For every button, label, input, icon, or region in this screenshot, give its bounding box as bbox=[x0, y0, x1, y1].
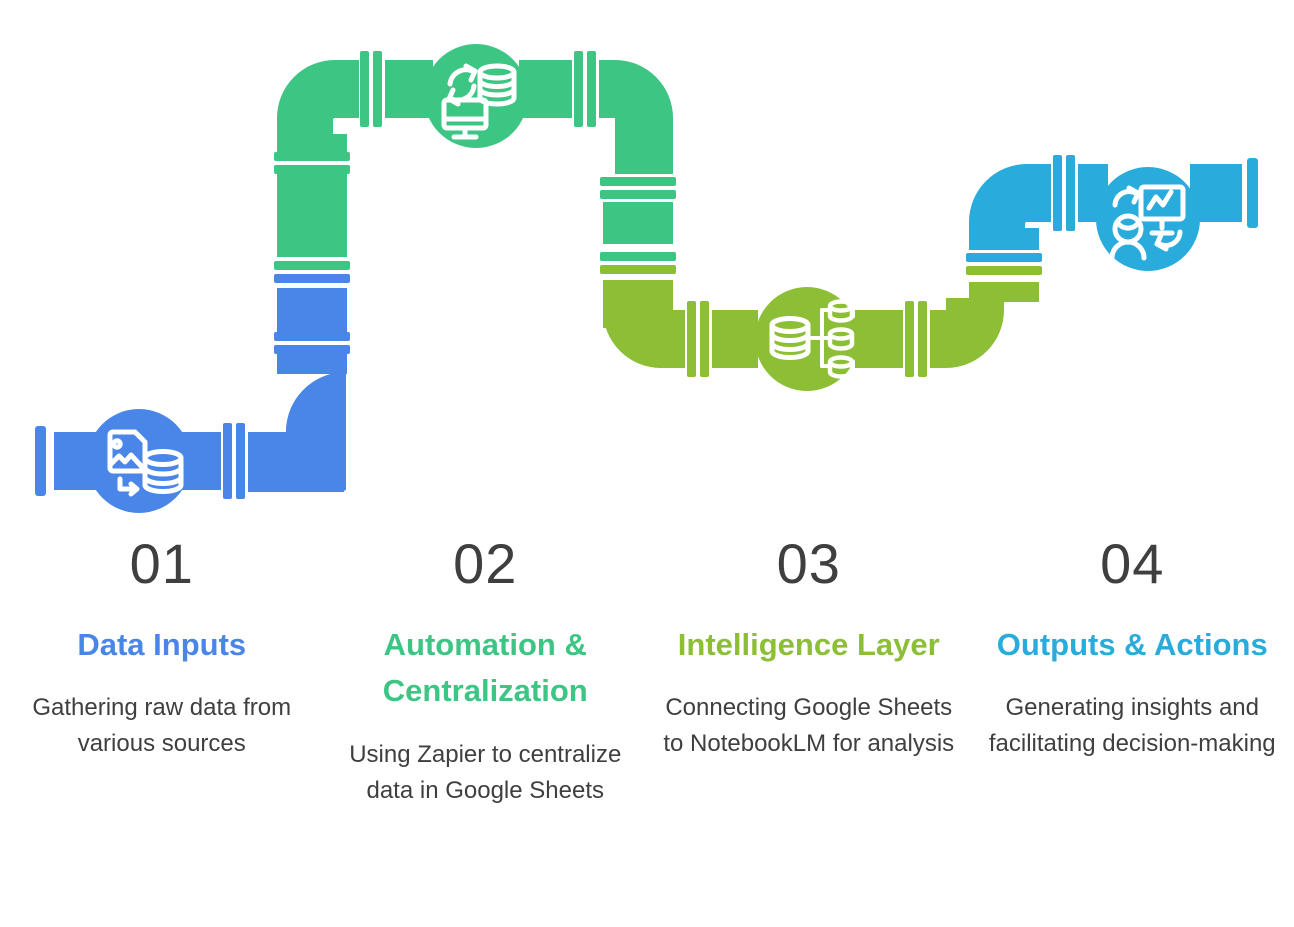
step-column-2: 02 Automation & Centralization Using Zap… bbox=[324, 532, 648, 809]
user-person-icon bbox=[1109, 213, 1147, 261]
coupling-stage1 bbox=[223, 423, 245, 499]
horizontal-run-stage3-a bbox=[659, 310, 685, 368]
step-title-1: Data Inputs bbox=[77, 626, 247, 662]
step-number-4: 04 bbox=[1100, 532, 1165, 595]
coupling-stage1-riser bbox=[274, 332, 350, 354]
vertical-riser-stage1-b bbox=[277, 288, 347, 332]
icon-node-4 bbox=[1096, 167, 1200, 271]
distribution-branch-lines bbox=[810, 308, 832, 368]
icon-circle-2 bbox=[424, 44, 528, 148]
arrow-return-left-icon bbox=[1154, 229, 1183, 252]
elbow-right-stage3 bbox=[603, 300, 673, 368]
coupling-stage4-bottom bbox=[966, 253, 1042, 262]
database-stack-icon-2 bbox=[477, 63, 517, 107]
inlet-cap-left bbox=[35, 426, 46, 496]
coupling-stage2-descent bbox=[600, 177, 676, 199]
icon-node-3 bbox=[755, 287, 859, 391]
captions-row: 01 Data Inputs Gathering raw data from v… bbox=[0, 532, 1294, 809]
coupling-stage2-end bbox=[600, 252, 676, 261]
vertical-riser-stage3 bbox=[969, 282, 1039, 302]
step-description-1: Gathering raw data from various sources bbox=[32, 694, 292, 758]
step-description-2: Using Zapier to centralize data in Googl… bbox=[349, 740, 622, 804]
step-column-1: 01 Data Inputs Gathering raw data from v… bbox=[0, 532, 324, 762]
coupling-stage3-top bbox=[600, 265, 676, 274]
pipe-stage-3-olive bbox=[600, 265, 1042, 377]
horizontal-run-stage3-c bbox=[855, 310, 903, 368]
step-title-2: Automation & Centralization bbox=[382, 626, 588, 709]
vertical-riser-stage1-a bbox=[277, 352, 347, 374]
pipe-stage-2-green bbox=[274, 51, 676, 270]
horizontal-run-stage4-a bbox=[1025, 164, 1051, 222]
coupling-stage2-riser bbox=[274, 152, 350, 174]
arrow-up-right-icon bbox=[1112, 185, 1141, 208]
step-description-3: Connecting Google Sheets to NotebookLM f… bbox=[663, 694, 955, 758]
pipe-stage-1-blue bbox=[35, 274, 350, 499]
database-stack-icon-1 bbox=[142, 449, 184, 494]
icon-node-1 bbox=[87, 409, 191, 513]
coupling-stage3-end bbox=[966, 266, 1042, 275]
coupling-stage4-left bbox=[1053, 155, 1075, 231]
elbow-down-stage2 bbox=[599, 60, 673, 174]
database-small-stack-top bbox=[827, 299, 855, 323]
horizontal-run-stage3-b bbox=[712, 310, 758, 368]
step-number-3: 03 bbox=[776, 532, 841, 595]
analytics-presentation-icon bbox=[1138, 184, 1186, 236]
vertical-drop-stage2 bbox=[603, 202, 673, 244]
coupling-stage2-bottom bbox=[274, 261, 350, 270]
coupling-stage1-top bbox=[274, 274, 350, 283]
step-column-3: 03 Intelligence Layer Connecting Google … bbox=[647, 532, 971, 762]
step-title-4: Outputs & Actions bbox=[996, 626, 1268, 662]
elbow-up-stage3 bbox=[930, 298, 1004, 368]
step-title-3: Intelligence Layer bbox=[677, 626, 940, 662]
database-small-stack-mid bbox=[827, 327, 855, 351]
horizontal-run-stage2-c bbox=[519, 60, 572, 118]
elbow-right-stage4 bbox=[969, 164, 1039, 250]
coupling-stage3-left bbox=[687, 301, 709, 377]
coupling-stage2-right bbox=[574, 51, 596, 127]
monitor-icon bbox=[441, 97, 489, 140]
database-small-stack-bottom bbox=[827, 355, 855, 379]
icon-node-2 bbox=[424, 44, 528, 148]
step-column-4: 04 Outputs & Actions Generating insights… bbox=[971, 532, 1294, 762]
coupling-stage3-right bbox=[905, 301, 927, 377]
vertical-riser-stage2 bbox=[277, 172, 347, 257]
step-number-1: 01 bbox=[129, 532, 194, 595]
step-description-4: Generating insights and facilitating dec… bbox=[988, 694, 1276, 758]
elbow-quarter-stage1 bbox=[270, 372, 346, 490]
horizontal-run-stage2-a bbox=[333, 60, 359, 118]
outlet-cap-right bbox=[1247, 158, 1258, 228]
elbow-right-stage2 bbox=[277, 60, 347, 152]
step-number-2: 02 bbox=[453, 532, 518, 595]
database-distribution-icon bbox=[769, 316, 811, 360]
coupling-stage2-left bbox=[360, 51, 382, 127]
